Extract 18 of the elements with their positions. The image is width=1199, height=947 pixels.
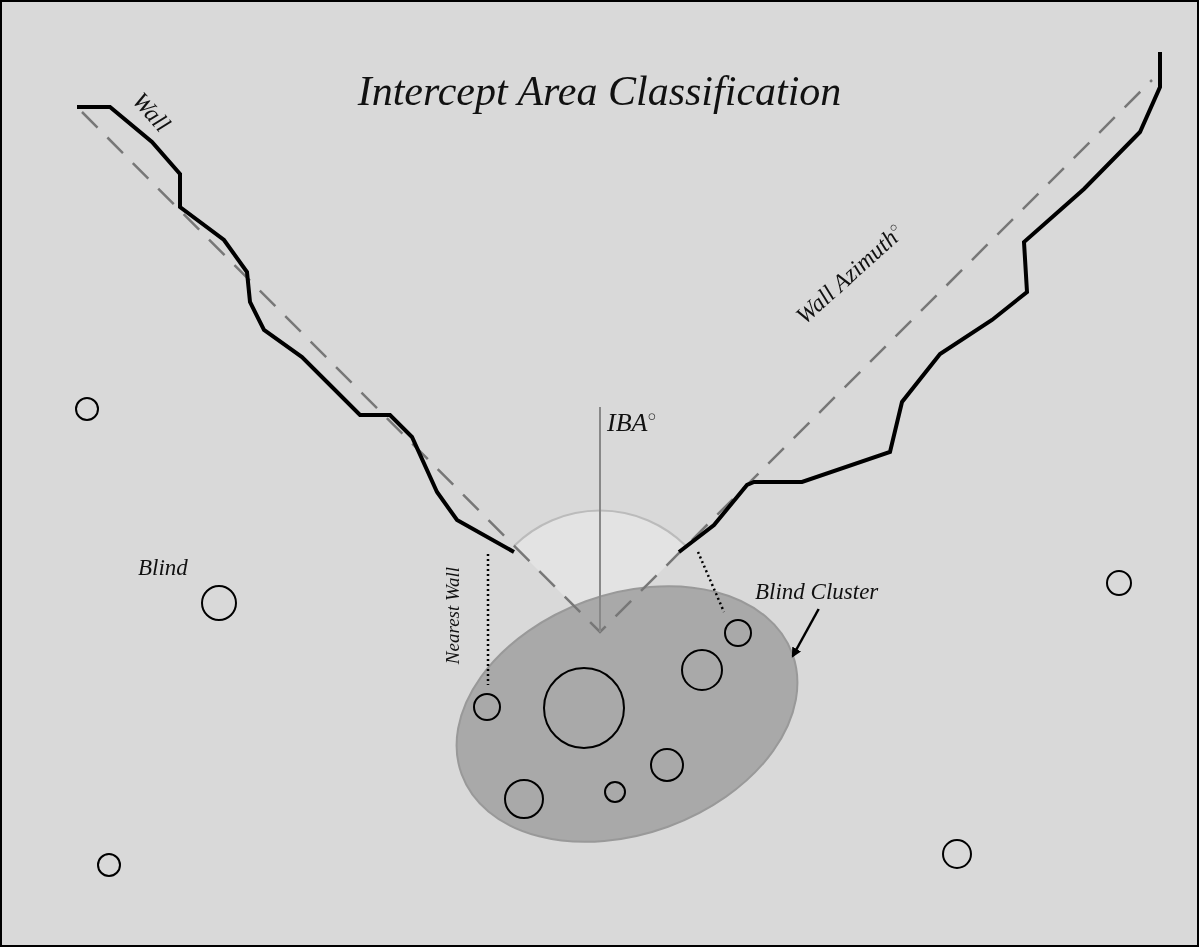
wall-label: Wall	[128, 87, 175, 137]
iba-label: IBA$^{○}$	[607, 409, 657, 436]
blind-circle	[97, 853, 121, 877]
blind-circle	[201, 585, 237, 621]
blind-circle	[650, 748, 684, 782]
blind-circle	[543, 667, 625, 749]
cluster-label: Blind Cluster	[755, 580, 879, 603]
arrow	[791, 608, 820, 658]
blind-label: Blind	[138, 556, 188, 579]
blind-circle	[473, 693, 501, 721]
blind-circle	[724, 619, 752, 647]
blind-circle	[504, 779, 544, 819]
blind-circle	[681, 649, 723, 691]
blind-circle	[75, 397, 99, 421]
blind-circle	[1106, 570, 1132, 596]
blind-circle	[942, 839, 972, 869]
blind-circle	[604, 781, 626, 803]
nearest-wall-label: Nearest Wall	[443, 566, 463, 665]
